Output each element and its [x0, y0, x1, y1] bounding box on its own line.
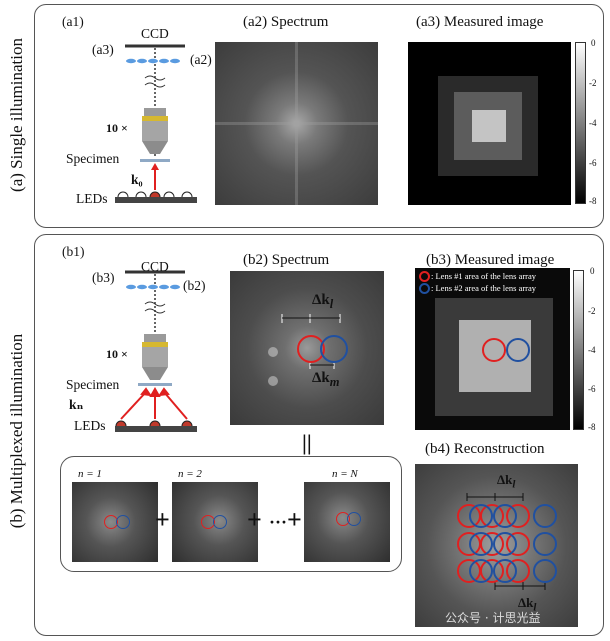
- kn-label: kₙ: [69, 397, 84, 412]
- plus-sign-2: +: [247, 505, 262, 534]
- b4-delta-kl-top: Δkl: [497, 472, 516, 491]
- b3-lens2-circle: [506, 338, 530, 362]
- b-ccd-label: CCD: [141, 259, 169, 274]
- a2-title: (a2) Spectrum: [243, 14, 329, 30]
- a3-ref-label: (a3): [92, 42, 114, 57]
- watermark: 公众号 · 计思光益: [445, 611, 541, 625]
- a3-colorbar-tick: -2: [589, 78, 597, 88]
- nN-blue-circle: [347, 512, 361, 526]
- a3-colorbar-tick: -8: [589, 196, 597, 206]
- b2-delta-annotations: [281, 314, 341, 369]
- b2-delta-kl-label: Δkl: [312, 292, 334, 311]
- a3-colorbar-tick: -6: [589, 158, 597, 168]
- b3-legend-lens2: : Lens #2 area of the lens array: [431, 283, 537, 293]
- a-ccd-label: CCD: [141, 26, 169, 41]
- panel-a-side-label: (a) Single illumination: [7, 38, 26, 192]
- b4-reconstruction-image: [415, 464, 578, 627]
- b3-title: (b3) Measured image: [426, 252, 555, 268]
- b-magnification-label: 10 ×: [106, 347, 128, 361]
- b3-colorbar-tick: -6: [588, 384, 596, 394]
- a1-label: (a1): [62, 14, 84, 29]
- b3-lens1-circle: [482, 338, 506, 362]
- a-magnification-label: 10 ×: [106, 121, 128, 135]
- b-leds-label: LEDs: [74, 418, 106, 433]
- b2-delta-km-label: Δkm: [312, 370, 340, 389]
- a-leds-label: LEDs: [76, 191, 108, 206]
- plus-sign-1: +: [155, 505, 170, 534]
- plus-sign-3: +: [287, 505, 302, 534]
- b3-colorbar-tick: -8: [588, 422, 596, 432]
- b4-reconstruction-overlay: [457, 493, 557, 590]
- a2-spectrum-image: [215, 42, 378, 205]
- nN-label: n = N: [332, 468, 358, 480]
- b2-title: (b2) Spectrum: [243, 252, 330, 268]
- b3-legend-red-swatch: [419, 271, 430, 282]
- a2-ref-label: (a2): [190, 52, 212, 67]
- n1-label: n = 1: [78, 468, 102, 480]
- b3-colorbar-tick: 0: [590, 266, 595, 276]
- n2-blue-circle: [213, 515, 227, 529]
- b3-legend-lens1: : Lens #1 area of the lens array: [431, 271, 537, 281]
- a3-title: (a3) Measured image: [416, 14, 544, 30]
- b2-ref-label: (b2): [183, 278, 206, 293]
- b4-title: (b4) Reconstruction: [425, 441, 545, 457]
- microscope-a-diagram: [115, 44, 197, 203]
- b3-colorbar: [573, 270, 584, 430]
- a-specimen-label: Specimen: [66, 151, 120, 166]
- a3-colorbar: [575, 42, 586, 204]
- n2-label: n = 2: [178, 468, 202, 480]
- b3-colorbar-tick: -2: [588, 306, 596, 316]
- b3-ref-label: (b3): [92, 270, 115, 285]
- equals-sign: ||: [302, 430, 312, 455]
- b-specimen-label: Specimen: [66, 377, 120, 392]
- a3-colorbar-tick: -4: [589, 118, 597, 128]
- panel-b-side-label: (b) Multiplexed illumination: [7, 333, 26, 529]
- a3-colorbar-tick: 0: [591, 38, 596, 48]
- n1-blue-circle: [116, 515, 130, 529]
- b1-label: (b1): [62, 244, 85, 259]
- b4-delta-kl-bottom: Δkl: [518, 595, 537, 614]
- a3-measured-image: [408, 42, 571, 205]
- k0-label: k₀: [131, 172, 143, 187]
- b2-lens2-circle: [320, 335, 348, 363]
- ellipsis: ···: [269, 512, 288, 532]
- b3-legend-blue-swatch: [419, 283, 430, 294]
- b3-colorbar-tick: -4: [588, 345, 596, 355]
- microscope-b-diagram: [115, 270, 197, 432]
